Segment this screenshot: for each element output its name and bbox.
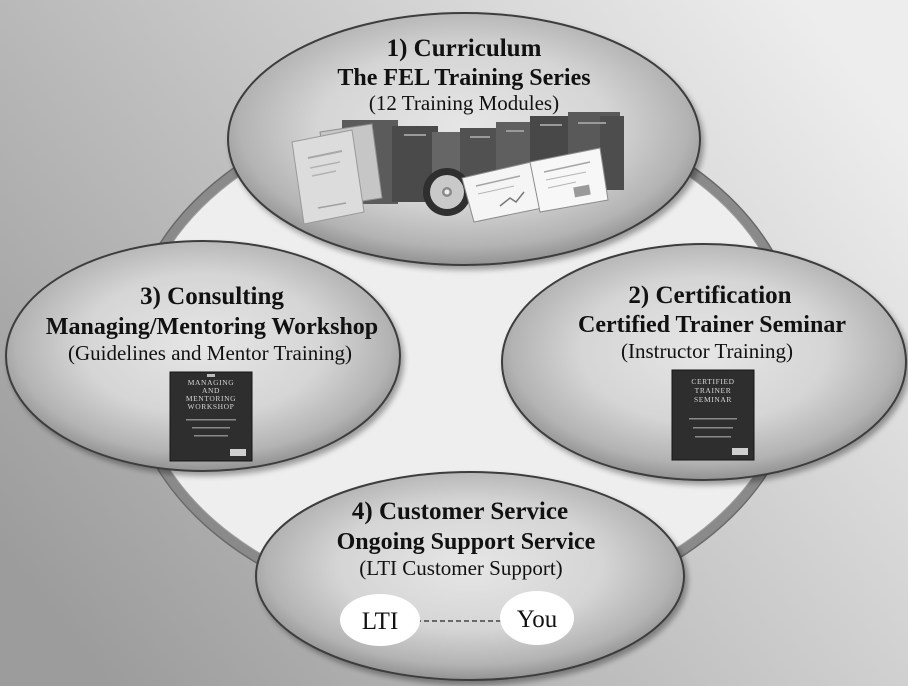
cover-text-bar [192, 427, 230, 429]
cover-background [169, 371, 253, 462]
cover-logo [732, 448, 748, 455]
certification-ellipse [501, 243, 907, 481]
handout-line [545, 171, 587, 181]
customer-service-heading: 4) Customer Service [352, 498, 568, 525]
cd-hole [444, 189, 450, 195]
workshop-book-cover: MANAGING AND MENTORING WORKSHOP [169, 371, 253, 462]
manual-cover-line [309, 161, 341, 169]
cover-title-line: MANAGING [188, 378, 234, 387]
handout-graphic [573, 184, 591, 198]
handout-line [547, 181, 577, 189]
you-node-label: You [517, 606, 558, 633]
training-modules-image [291, 112, 624, 225]
curriculum-title: The FEL Training Series [337, 65, 590, 91]
binder-label [404, 134, 426, 136]
cover-text-bar [693, 427, 733, 429]
cover-title-line: TRAINER [695, 386, 732, 395]
binder-label [470, 136, 490, 138]
handout-line [475, 175, 521, 187]
you-node [500, 591, 574, 645]
handout-sketch-icon [499, 191, 525, 207]
consulting-subtitle: (Guidelines and Mentor Training) [68, 341, 352, 365]
cover-logo [230, 449, 246, 456]
cover-emblem [207, 374, 215, 377]
customer-service-subtitle: (LTI Customer Support) [359, 556, 562, 580]
curriculum-subtitle: (12 Training Modules) [369, 91, 559, 115]
customer-service-bubble: 4) Customer Service Ongoing Support Serv… [255, 471, 685, 681]
customer-service-title: Ongoing Support Service [337, 529, 596, 555]
curriculum-bubble: 1) Curriculum The FEL Training Series (1… [227, 12, 701, 266]
certification-heading: 2) Certification [628, 282, 791, 309]
manual-cover-front [291, 129, 365, 225]
lti-node [340, 594, 420, 646]
manual-cover-line [307, 150, 343, 159]
cover-title-line: AND [202, 386, 220, 395]
cover-text-bar [194, 435, 228, 437]
manual-cover-line [317, 202, 347, 209]
cover-text-bar [689, 418, 737, 420]
cover-title-line: CERTIFIED [691, 377, 734, 386]
certification-subtitle: (Instructor Training) [621, 339, 793, 363]
cover-background [671, 369, 755, 461]
seminar-book-cover: CERTIFIED TRAINER SEMINAR [671, 369, 755, 461]
cover-text-bar [186, 419, 236, 421]
lti-node-label: LTI [362, 608, 399, 635]
certification-bubble: 2) Certification Certified Trainer Semin… [501, 243, 907, 481]
binder-label [506, 130, 524, 132]
certification-title: Certified Trainer Seminar [578, 312, 846, 338]
handout-line [477, 185, 515, 195]
curriculum-heading: 1) Curriculum [387, 35, 542, 62]
manual-cover-line [311, 170, 337, 177]
binder-label [578, 122, 606, 124]
handout-line [543, 161, 591, 173]
consulting-bubble: 3) Consulting Managing/Mentoring Worksho… [5, 240, 401, 472]
cover-title-line: SEMINAR [694, 395, 732, 404]
consulting-title: Managing/Mentoring Workshop [46, 314, 378, 340]
cover-title-line: WORKSHOP [188, 402, 235, 411]
cover-text-bar [695, 436, 731, 438]
handout-sheet [529, 147, 609, 213]
cover-title-line: MENTORING [186, 394, 236, 403]
consulting-heading: 3) Consulting [140, 283, 284, 310]
consulting-ellipse [5, 240, 401, 472]
binder-label [540, 124, 562, 126]
